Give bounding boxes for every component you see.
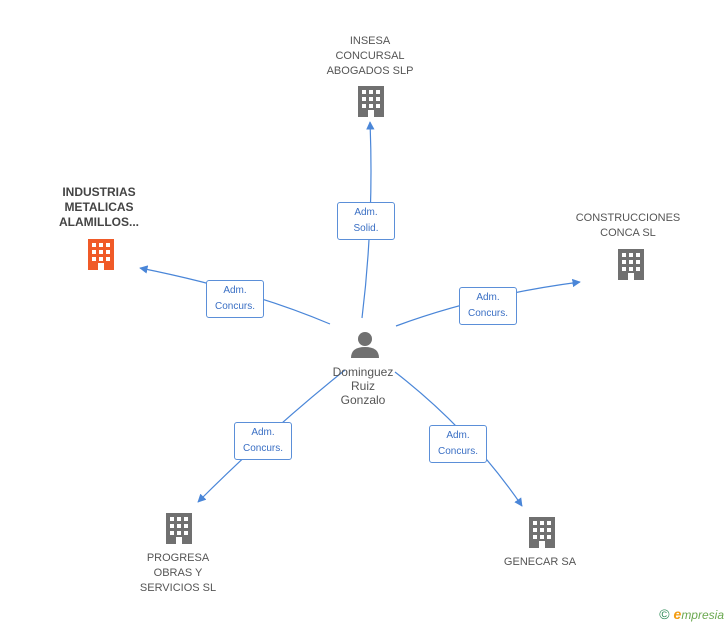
person-name[interactable]: Dominguez Ruiz Gonzalo [332,365,394,407]
company-name-insesa[interactable]: INSESA CONCURSAL ABOGADOS SLP [326,35,414,77]
copyright-icon: © [659,606,670,622]
building-icon[interactable] [88,239,114,270]
relation-label-construcciones[interactable]: Adm. Concurs. [459,287,517,325]
brand-footer[interactable]: ©empresia [659,606,724,622]
building-icon[interactable] [618,249,644,280]
company-name-genecar[interactable]: GENECAR SA [503,556,577,568]
company-name-construcciones[interactable]: CONSTRUCCIONES CONCA SL [575,212,681,239]
person-icon[interactable] [351,332,379,358]
company-name-progresa[interactable]: PROGRESA OBRAS Y SERVICIOS SL [139,552,217,594]
building-icon[interactable] [166,513,192,544]
brand-logo-text: mpresia [681,608,724,622]
relation-label-progresa[interactable]: Adm. Concurs. [234,422,292,460]
building-icon[interactable] [529,517,555,548]
company-name-industrias[interactable]: INDUSTRIAS METALICAS ALAMILLOS... [59,185,139,229]
relation-label-insesa[interactable]: Adm. Solid. [337,202,395,240]
building-icon[interactable] [358,86,384,117]
relation-label-genecar[interactable]: Adm. Concurs. [429,425,487,463]
relation-label-industrias[interactable]: Adm. Concurs. [206,280,264,318]
brand-logo-initial: e [673,606,682,622]
